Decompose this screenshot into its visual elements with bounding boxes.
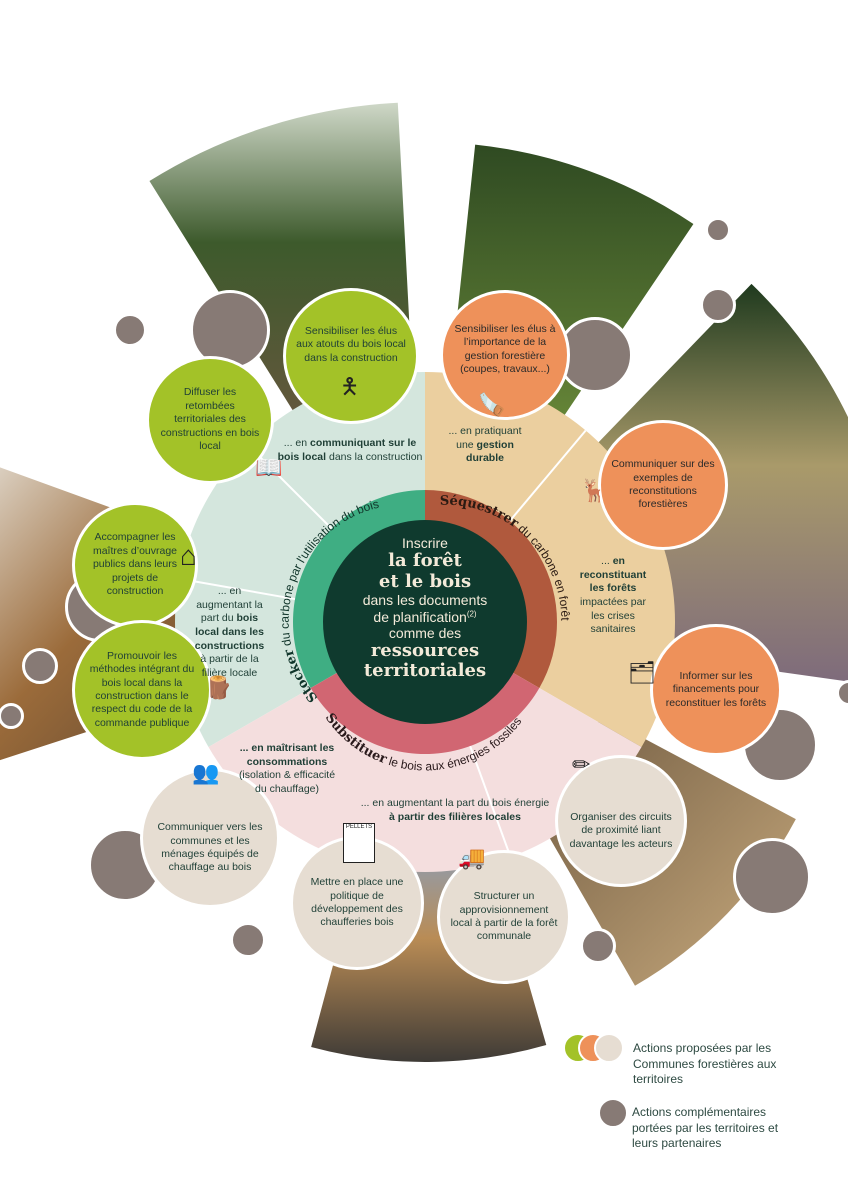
complementary-action-dot [0,703,24,729]
action-accompagner-maitres-ouvrage: Accompagner les maîtres d’ouvrage public… [72,502,198,628]
center-line: Inscrire [402,535,448,551]
complementary-action-dot [836,680,848,706]
action-informer-financements: Informer sur les financements pour recon… [650,624,782,756]
legend-gray-dot [598,1098,628,1128]
complementary-action-dot [230,922,266,958]
log-truck-icon: 🚚 [458,845,486,870]
complementary-action-dot [580,928,616,964]
sector-divider [507,429,587,524]
sector-substituer [208,687,642,872]
sector-divider [178,577,298,601]
log-icon: 🪵 [205,675,233,700]
center-line: la forêt [388,550,462,572]
bridge-augmentant-energie: ... en augmentant la part du bois énergi… [360,797,550,823]
complementary-action-dot [88,828,162,902]
center-line: de planification [373,608,467,625]
bridge-maitrisant: ... en maîtrisant les consommations (iso… [238,742,336,795]
action-diffuser-retombees: Diffuser les retombées territoriales des… [146,356,274,484]
center-line: territoriales [363,660,487,682]
greenhouse-frame-icon: ⌂ [180,540,197,571]
sector-divider [468,743,512,858]
center-line: comme des [388,624,462,641]
book-icon: 📖 [255,455,283,480]
bridge-reconstituant: ... en reconstituant les forêts impactée… [579,555,647,636]
complementary-action-dot [705,217,731,243]
center-statement: Inscrire la forêt et le bois dans les do… [325,535,525,682]
bridge-augmentant-local: ... en augmentant la part du bois local … [194,585,265,679]
action-organiser-circuits: Organiser des circuits de proximité lian… [555,755,687,887]
bridge-pratiquant: ... en pratiquant une gestion durable [448,425,522,465]
center-line: et le bois [378,570,472,592]
person-sash-icon: 🯅 [340,374,360,399]
complementary-action-dot [733,838,811,916]
center-line: dans les documents [362,592,488,609]
pellets-bag-icon: PELLETS [343,823,375,863]
speech-people-icon: 👥 [192,760,220,785]
action-promouvoir-methodes: Promouvoir les méthodes intégrant du boi… [72,620,212,760]
complementary-action-dot [113,313,147,347]
sector-divider [247,444,334,531]
folder-icon: 🗂 [628,660,656,685]
action-communiquer-reconstitutions: Communiquer sur des exemples de reconsti… [598,420,728,550]
legend-beige-dot [594,1033,624,1063]
bridge-communiquant: ... en communiquant sur le bois local da… [277,437,423,463]
center-disc [323,520,527,724]
action-communiquer-menages: Communiquer vers les communes et les mén… [140,768,280,908]
center-line: ressources [370,639,480,661]
footnote-ref: (2) [466,608,477,618]
action-sensibiliser-gestion: Sensibiliser les élus à l’importance de … [440,290,570,420]
ring-substituer [310,672,540,754]
action-structurer-approvisionnement: Structurer un approvisionnement local à … [437,850,571,984]
deer-icon: 🦌 [580,478,608,503]
chainsaw-icon: 🪚 [478,392,506,417]
legend-proposed: Actions proposées par les Communes fores… [633,1041,777,1087]
pencil-icon: ✏ [572,752,591,777]
legend-complementary: Actions complémentaires portées par les … [632,1105,779,1151]
action-sensibiliser-bois-local: Sensibiliser les élus aux atouts du bois… [283,288,419,424]
complementary-action-dot [700,287,736,323]
complementary-action-dot [22,648,58,684]
